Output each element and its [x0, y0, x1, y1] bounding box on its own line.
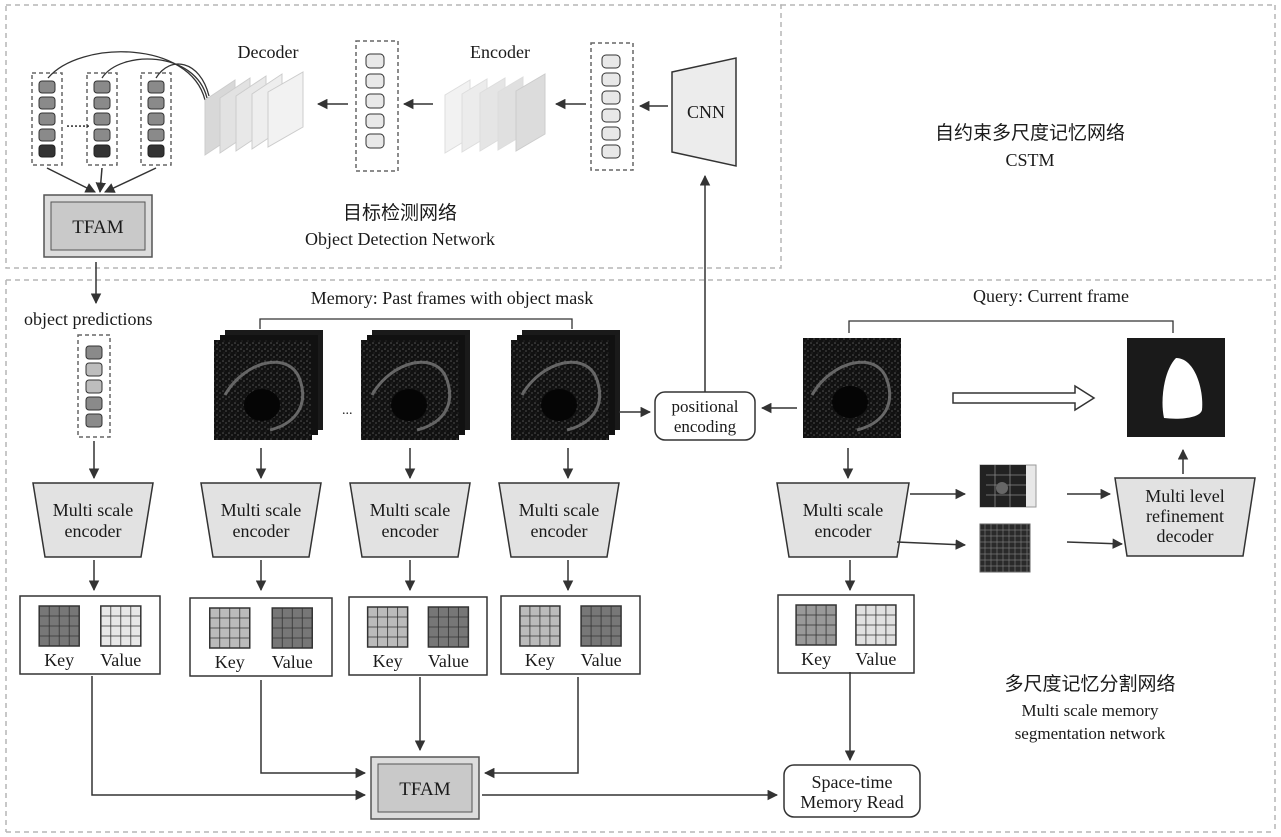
- encoder-3-line2: encoder: [531, 521, 588, 541]
- key-label: Key: [373, 651, 403, 671]
- query-bracket: [848, 320, 1174, 333]
- memory-read-line2: Memory Read: [800, 792, 903, 812]
- encoder-0-line1: Multi scale: [53, 500, 133, 520]
- encoder-1-line2: encoder: [233, 521, 290, 541]
- memory-frame-stack-1: [214, 330, 323, 440]
- key-label: Key: [44, 650, 74, 670]
- key-grid: [38, 605, 80, 647]
- tfam-bottom-label: TFAM: [399, 779, 450, 800]
- region-borders: [5, 4, 1276, 833]
- value-label: Value: [428, 651, 469, 671]
- segmentation-network-title-cn: 多尺度记忆分割网络: [1004, 673, 1175, 695]
- query-column-3: [140, 72, 172, 166]
- positional-encoding-line1: positional: [671, 397, 738, 416]
- key-grid: [795, 604, 837, 646]
- key-value-box-4: Key Value: [777, 594, 915, 674]
- tfam-top: [43, 194, 153, 258]
- top-arrows: [46, 98, 711, 392]
- decoder-line2: refinement: [1146, 506, 1224, 526]
- memory-read-line1: Space-time: [812, 772, 893, 792]
- memory-bracket: [259, 318, 573, 329]
- encoder-3-line1: Multi scale: [519, 500, 599, 520]
- value-label: Value: [272, 652, 313, 672]
- value-grid: [271, 607, 313, 649]
- memory-ellipsis: ...: [342, 403, 353, 418]
- positional-encoding-line2: encoding: [674, 417, 737, 436]
- detection-network-border: [5, 4, 782, 269]
- decoder-slabs: [204, 71, 304, 156]
- cnn-label: CNN: [687, 102, 725, 122]
- key-label: Key: [525, 650, 555, 670]
- key-value-box-1: Key Value: [189, 597, 333, 677]
- segmentation-network-title-en-line2: segmentation network: [1015, 724, 1166, 743]
- value-grid: [855, 604, 897, 646]
- memory-frame-stack-2: [361, 330, 470, 440]
- encoder-2-line1: Multi scale: [370, 500, 450, 520]
- key-value-box-0: Key Value: [19, 595, 161, 675]
- multi-scale-encoder-1: [200, 482, 322, 558]
- tfam-top-label: TFAM: [72, 217, 123, 238]
- value-grid: [580, 605, 622, 647]
- key-grid: [209, 607, 251, 649]
- cnn-block: [671, 57, 737, 167]
- key-value-box-3: Key Value: [500, 595, 641, 675]
- memory-frame-stack-3: [511, 330, 620, 440]
- prediction-column: [77, 334, 111, 438]
- value-label: Value: [100, 650, 141, 670]
- decoder-line3: decoder: [1157, 526, 1214, 546]
- cstm-title-cn: 自约束多尺度记忆网络: [935, 122, 1125, 144]
- query-dots: ......: [66, 114, 90, 131]
- decoder-label: Decoder: [238, 42, 299, 62]
- cstm-title-en: CSTM: [1005, 150, 1054, 170]
- feature-map-coarse: [979, 464, 1037, 508]
- encoder-slabs: [444, 73, 546, 154]
- query-frame: [803, 338, 901, 438]
- cnn-feature-column: [590, 42, 634, 171]
- output-double-arrow: [952, 384, 1096, 412]
- encoder-query-line1: Multi scale: [803, 500, 883, 520]
- bottom-arrows: [88, 402, 1189, 801]
- key-label: Key: [801, 649, 831, 669]
- encoder-2-line2: encoder: [382, 521, 439, 541]
- decoder-curves: [47, 51, 210, 101]
- space-time-memory-read-box: [783, 764, 921, 818]
- multi-scale-encoder-3: [498, 482, 620, 558]
- positional-encoding-box: [654, 391, 756, 441]
- value-grid: [100, 605, 142, 647]
- decoder-line1: Multi level: [1145, 486, 1225, 506]
- object-query-column: [355, 40, 399, 172]
- query-label: Query: Current frame: [973, 286, 1129, 306]
- multi-scale-encoder-query: [776, 482, 910, 558]
- key-value-box-2: Key Value: [348, 596, 488, 676]
- query-column-1: [31, 72, 63, 166]
- key-label: Key: [215, 652, 245, 672]
- encoder-query-line2: encoder: [815, 521, 872, 541]
- query-column-2: [86, 72, 118, 166]
- refinement-decoder: [1114, 477, 1256, 557]
- encoder-1-line1: Multi scale: [221, 500, 301, 520]
- detection-network-title-en: Object Detection Network: [305, 229, 495, 249]
- segmentation-network-title-en-line1: Multi scale memory: [1022, 701, 1159, 720]
- encoder-label: Encoder: [470, 42, 530, 62]
- multi-scale-encoder-0: [32, 482, 154, 558]
- encoder-0-line2: encoder: [65, 521, 122, 541]
- value-label: Value: [855, 649, 896, 669]
- tfam-bottom: [370, 756, 480, 820]
- memory-label: Memory: Past frames with object mask: [311, 288, 593, 308]
- output-mask: [1127, 338, 1225, 437]
- key-grid: [366, 606, 409, 648]
- multi-scale-encoder-2: [349, 482, 471, 558]
- feature-map-fine: [979, 523, 1031, 573]
- key-grid: [519, 605, 561, 647]
- value-grid: [427, 606, 470, 648]
- value-label: Value: [581, 650, 622, 670]
- object-predictions-label: object predictions: [24, 309, 152, 329]
- key-value-groups: Key Value Key Value Key Value Key Value Key Value: [19, 594, 915, 677]
- detection-network-title-cn: 目标检测网络: [343, 202, 457, 224]
